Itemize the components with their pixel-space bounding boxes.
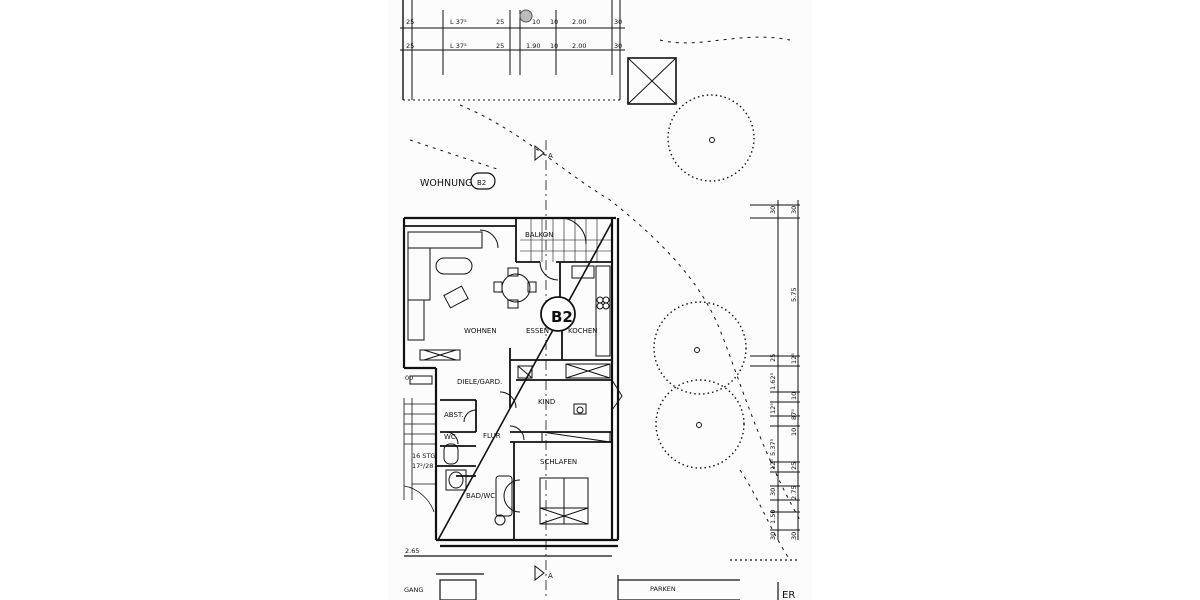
- svg-text:5.75: 5.75: [790, 288, 798, 302]
- parken-label: PARKEN: [650, 585, 676, 593]
- corner-text: ER: [782, 590, 795, 600]
- svg-text:30: 30: [769, 206, 777, 214]
- svg-text:2.00: 2.00: [572, 42, 586, 50]
- top-dims-row2: 25 L 37⁵ 25 1.90 10 2.00 30: [406, 42, 622, 50]
- svg-text:10: 10: [532, 18, 540, 26]
- left-dim-1: 00: [405, 374, 413, 382]
- svg-text:25: 25: [496, 18, 504, 26]
- tree-symbol: [667, 94, 755, 182]
- room-kochen: KOCHEN: [568, 327, 598, 335]
- room-flur: FLUR: [483, 432, 501, 440]
- svg-text:30: 30: [614, 18, 622, 26]
- svg-text:25: 25: [769, 354, 777, 362]
- svg-text:5.37⁵: 5.37⁵: [769, 439, 777, 456]
- svg-text:10: 10: [550, 42, 558, 50]
- svg-text:10: 10: [550, 18, 558, 26]
- room-essen: ESSEN: [526, 327, 549, 335]
- room-balkon: BALKON: [525, 231, 553, 239]
- tree-symbol: [653, 301, 747, 395]
- svg-text:L 37⁵: L 37⁵: [450, 42, 467, 50]
- plan-heading-code: B2: [477, 179, 486, 187]
- svg-text:12⁵: 12⁵: [790, 353, 798, 364]
- svg-text:2.00: 2.00: [572, 18, 586, 26]
- room-schlafen: SCHLAFEN: [540, 458, 577, 466]
- svg-text:30: 30: [790, 532, 798, 540]
- svg-text:25: 25: [496, 42, 504, 50]
- svg-text:2.75: 2.75: [790, 486, 798, 500]
- svg-text:1.62⁵: 1.62⁵: [769, 373, 777, 390]
- room-bad: BAD/WC: [466, 492, 495, 500]
- plan-heading: WOHNUNG: [420, 178, 473, 189]
- svg-text:12⁵: 12⁵: [769, 403, 777, 414]
- section-mark-top: A: [548, 152, 553, 160]
- svg-text:L 37⁵: L 37⁵: [450, 18, 467, 26]
- svg-text:1.90: 1.90: [526, 42, 540, 50]
- furniture: [407, 231, 611, 526]
- svg-text:30: 30: [614, 42, 622, 50]
- svg-text:30: 30: [790, 206, 798, 214]
- room-wc: WC: [444, 433, 456, 441]
- svg-text:10: 10: [790, 428, 798, 436]
- svg-text:25: 25: [406, 42, 414, 50]
- stair-note-2: 17²/28: [412, 462, 433, 470]
- crossed-box: [627, 57, 677, 105]
- svg-text:25: 25: [790, 462, 798, 470]
- svg-text:10: 10: [790, 392, 798, 400]
- room-wohnen: WOHNEN: [464, 327, 497, 335]
- room-abst: ABST.: [444, 411, 464, 419]
- svg-text:25: 25: [406, 18, 414, 26]
- room-diele: DIELE/GARD.: [457, 378, 502, 386]
- svg-text:30: 30: [769, 488, 777, 496]
- tree-symbol: [655, 379, 745, 469]
- svg-text:30: 30: [769, 532, 777, 540]
- unit-code-label: B2: [551, 308, 573, 326]
- property-line: [459, 104, 801, 521]
- right-dimension-columns: [750, 200, 800, 540]
- svg-text:87⁵: 87⁵: [790, 409, 798, 420]
- stair-note-1: 16 STG.: [412, 452, 438, 460]
- right-dims-col1: 30 25 1.62⁵ 12⁵ 5.37⁵ 12⁵ 30 1.50 30: [769, 206, 777, 540]
- svg-text:12⁵: 12⁵: [769, 459, 777, 470]
- right-dims-col2: 30 5.75 12⁵ 10 87⁵ 10 25 2.75 30: [790, 206, 798, 540]
- apartment-walls: [402, 216, 620, 548]
- unit-marker: [540, 296, 576, 332]
- svg-text:1.50: 1.50: [769, 510, 777, 524]
- section-mark-bottom: A: [548, 572, 553, 580]
- top-dimension-strip: [400, 0, 625, 101]
- left-dim-2: 2.65: [405, 547, 419, 555]
- gang-label: GANG: [404, 586, 423, 594]
- top-dims-row1: 25 L 37⁵ 25 10 10 2.00 30: [406, 18, 622, 26]
- staircase: [403, 398, 436, 513]
- room-kind: KIND: [538, 398, 555, 406]
